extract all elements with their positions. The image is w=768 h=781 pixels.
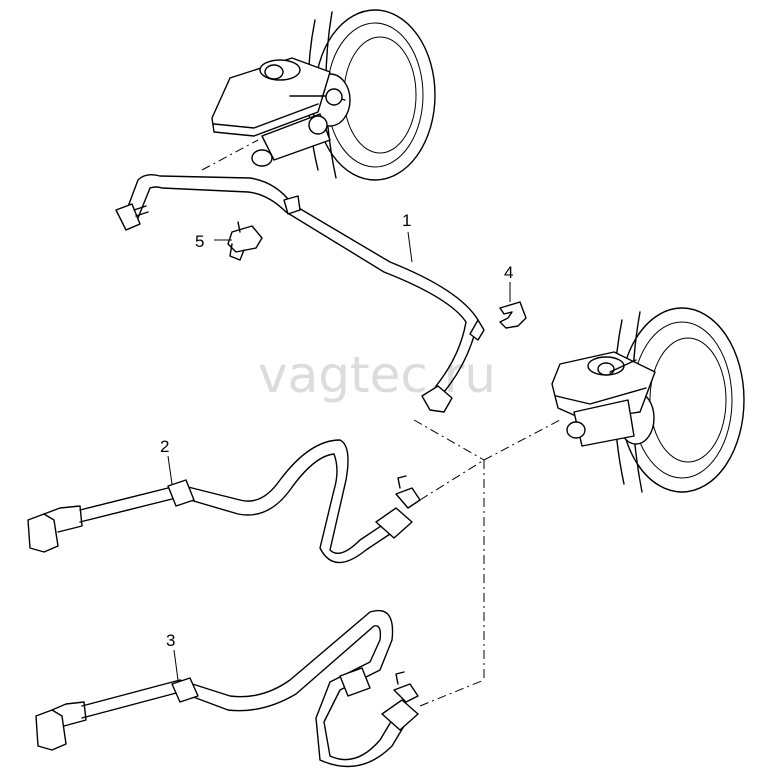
lower-master-cylinder — [551, 351, 656, 447]
watermark-text: vagtec.ru — [258, 346, 496, 404]
callout-1: 1 — [402, 211, 411, 230]
upper-master-cylinder — [211, 57, 346, 167]
callout-leaders — [167, 231, 511, 681]
callout-2: 2 — [160, 437, 169, 456]
vacuum-hose-part-1 — [115, 173, 485, 413]
callout-3: 3 — [166, 631, 175, 650]
reference-lines — [201, 139, 561, 707]
clip-part-4 — [499, 301, 527, 329]
callout-4: 4 — [504, 263, 513, 282]
hose-clip-part-5 — [227, 221, 263, 261]
vacuum-hose-part-3 — [35, 609, 419, 768]
callout-5: 5 — [195, 232, 204, 251]
vacuum-hose-part-2 — [27, 439, 421, 564]
